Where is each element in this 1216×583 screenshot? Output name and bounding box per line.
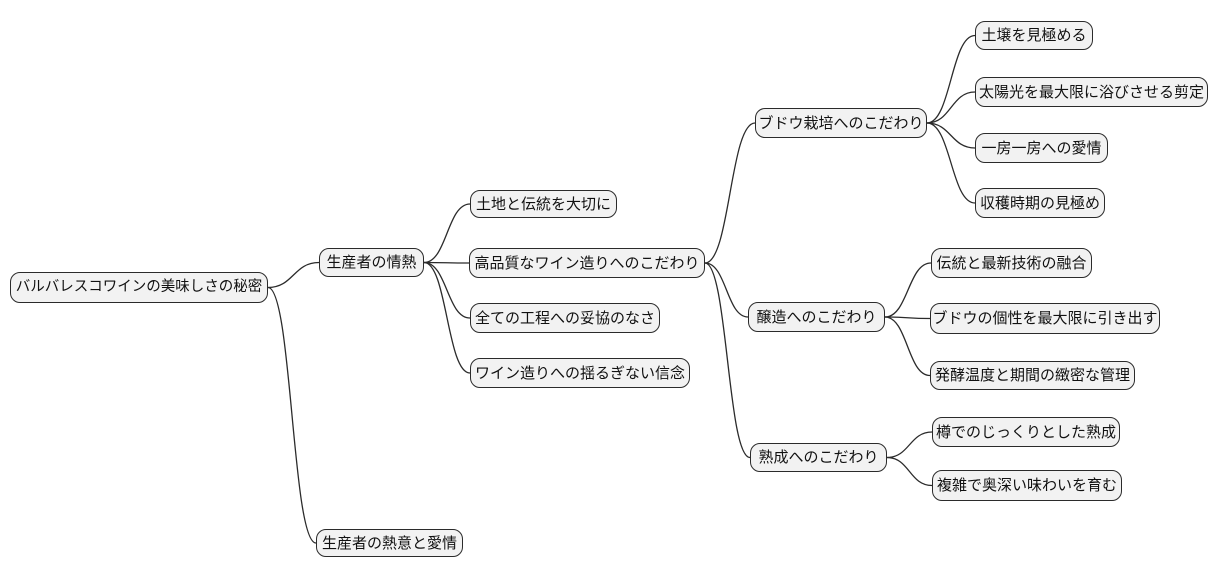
edge-passion-to-no-compromise [423, 261, 471, 319]
node-sunlight-pruning: 太陽光を最大限に浴びさせる剪定 [975, 77, 1208, 107]
edge-quality-to-aging [704, 262, 751, 459]
edge-aging-to-complex-flavor [886, 456, 933, 487]
node-land-tradition: 土地と伝統を大切に [470, 190, 617, 218]
node-brewing: 醸造へのこだわり [748, 302, 885, 332]
node-soil: 土壌を見極める [975, 21, 1093, 50]
edge-brewing-to-fermentation [884, 316, 931, 377]
edge-cultivation-to-cluster-love [926, 122, 976, 149]
node-barrel-aging: 樽でのじっくりとした熟成 [932, 417, 1120, 447]
edge-brewing-to-tradition-tech [884, 262, 932, 318]
node-grape-individuality: ブドウの個性を最大限に引き出す [930, 303, 1160, 334]
edge-quality-to-grape-cultivation [704, 122, 756, 264]
edge-passion-to-land-tradition [423, 203, 471, 264]
node-quality-winemaking: 高品質なワイン造りへのこだわり [469, 248, 705, 278]
edge-root-to-producer-passion [267, 261, 320, 289]
node-harvest-timing: 収穫時期の見極め [975, 188, 1105, 218]
edge-cultivation-to-sunlight [926, 91, 976, 124]
node-tradition-tech-fusion: 伝統と最新技術の融合 [931, 248, 1092, 278]
edge-cultivation-to-soil [926, 34, 976, 124]
edge-passion-to-unwavering-belief [423, 261, 471, 374]
node-no-compromise: 全ての工程への妥協のなさ [470, 303, 660, 333]
node-unwavering-belief: ワイン造りへの揺るぎない信念 [470, 358, 690, 388]
node-aging: 熟成へのこだわり [750, 443, 887, 472]
edge-aging-to-barrel [886, 431, 933, 459]
node-complex-flavor: 複雑で奥深い味わいを育む [932, 470, 1122, 501]
node-cluster-love: 一房一房への愛情 [975, 133, 1108, 163]
edge-root-to-producer-enthusiasm [267, 286, 317, 544]
edge-cultivation-to-harvest-timing [926, 122, 976, 204]
edge-quality-to-brewing [704, 262, 749, 318]
node-producer-passion: 生産者の情熱 [319, 248, 424, 277]
node-root: バルバレスコワインの美味しさの秘密 [10, 272, 268, 303]
edge-brewing-to-individuality [884, 316, 931, 320]
node-fermentation-control: 発酵温度と期間の緻密な管理 [930, 361, 1135, 390]
node-producer-enthusiasm: 生産者の熱意と愛情 [316, 529, 463, 557]
node-grape-cultivation: ブドウ栽培へのこだわり [755, 108, 927, 138]
edge-passion-to-quality-winemaking [423, 261, 470, 264]
